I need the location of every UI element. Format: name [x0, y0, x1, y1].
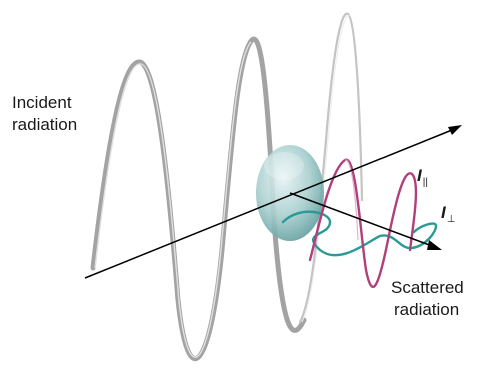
i-perp-subscript: ⊥ — [446, 214, 456, 225]
scattered-label-line1: Scattered — [391, 278, 464, 297]
parallel-wave — [308, 158, 418, 288]
scattered-axis — [289, 192, 442, 250]
i-parallel-subscript: || — [422, 177, 428, 188]
incident-radiation-label: Incident radiation — [12, 92, 77, 136]
incident-axis — [84, 125, 462, 279]
incident-label-line1: Incident — [12, 93, 72, 112]
i-parallel-symbol: I — [417, 166, 422, 185]
i-perp-symbol: I — [441, 203, 446, 222]
i-perpendicular-label: I⊥ — [441, 203, 456, 225]
perpendicular-wave — [281, 210, 438, 257]
i-parallel-label: I|| — [417, 166, 428, 188]
scattered-label-line2: radiation — [394, 300, 460, 319]
scattered-radiation-label: Scattered radiation — [391, 277, 464, 321]
incident-label-line2: radiation — [12, 115, 78, 134]
